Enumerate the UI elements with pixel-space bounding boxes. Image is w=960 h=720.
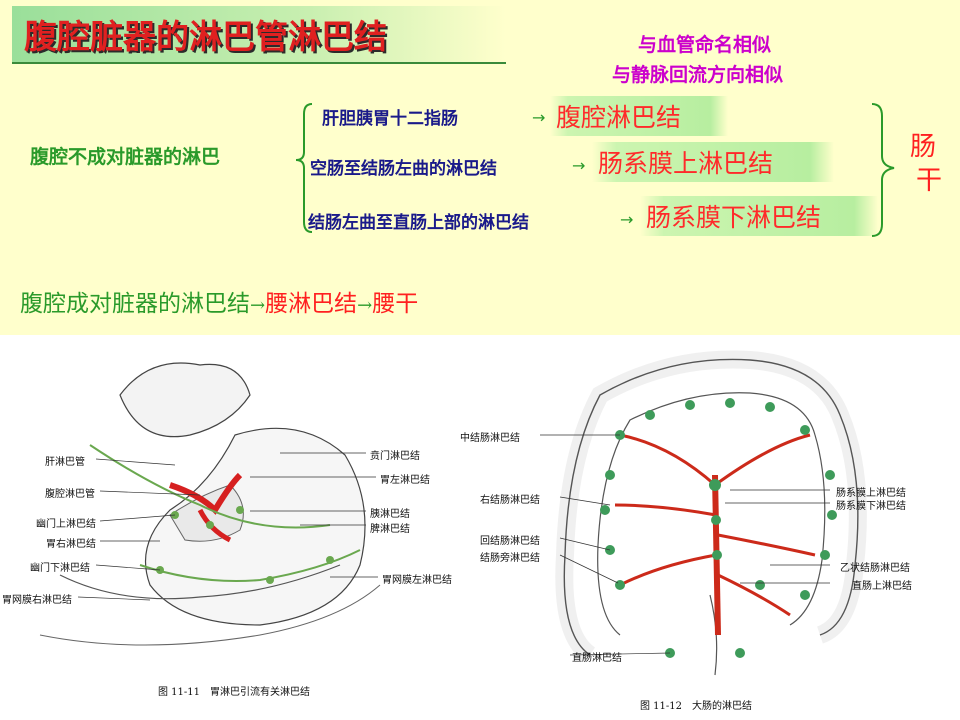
label-right-colic-nodes: 右结肠淋巴结 [480,495,540,506]
label-suprapyloric-nodes: 幽门上淋巴结 [36,519,96,530]
left-brace [295,103,313,233]
label-hepatic-lymphatic: 肝淋巴管 [45,457,85,468]
stomach-lymph-figure [39,362,381,646]
branch-2-target: 肠系膜上淋巴结 [592,142,834,182]
label-splenic-nodes: 脾淋巴结 [370,524,410,535]
label-inferior-mesenteric-nodes: 肠系膜下淋巴结 [836,501,906,512]
branch-2-arrow: → [572,156,586,175]
label-ileocolic-nodes: 回结肠淋巴结 [480,536,540,547]
label-superior-mesenteric-nodes: 肠系膜上淋巴结 [836,488,906,499]
branch-3-target: 肠系膜下淋巴结 [640,196,878,236]
label-right-gastroepiploic-nodes: 胃网膜右淋巴结 [2,595,72,606]
lumbar-trunk: 腰干 [372,291,419,317]
label-celiac-lymphatic: 腹腔淋巴管 [45,489,95,500]
figure-left-caption: 图 11-11 胃淋巴引流有关淋巴结 [158,687,311,698]
label-sigmoid-nodes: 乙状结肠淋巴结 [840,563,910,574]
label-right-gastric-nodes: 胃右淋巴结 [46,539,96,550]
intestinal-trunk-char-1: 肠 [910,132,937,162]
unpaired-organs-label: 腹腔不成对脏器的淋巴 [30,146,221,168]
label-left-gastric-nodes: 胃左淋巴结 [380,475,430,486]
figure-right-caption: 图 11-12 大肠的淋巴结 [640,701,753,712]
branch-1-source: 肝胆胰胃十二指肠 [322,109,458,129]
label-superior-rectal-nodes: 直肠上淋巴结 [852,581,912,592]
paired-arrow-2: → [357,295,373,316]
label-subpyloric-nodes: 幽门下淋巴结 [30,563,90,574]
figures-panel: 肝淋巴管 腹腔淋巴管 幽门上淋巴结 胃右淋巴结 幽门下淋巴结 胃网膜右淋巴结 贲… [0,335,960,720]
page-title: 腹腔脏器的淋巴管淋巴结 [24,17,387,56]
paired-organs-label: 腹腔成对脏器的淋巴结 [20,291,250,317]
label-rectal-nodes: 直肠淋巴结 [572,653,622,664]
label-cardiac-nodes: 贲门淋巴结 [370,451,420,462]
branch-1-arrow: → [532,108,546,127]
branch-2-source: 空肠至结肠左曲的淋巴结 [310,159,497,179]
label-middle-colic-nodes: 中结肠淋巴结 [460,433,520,444]
note-vessel-naming: 与血管命名相似 [638,34,772,56]
large-intestine-lymph-figure [540,350,867,676]
title-banner [12,6,506,64]
branch-3-arrow: → [620,210,634,229]
paired-arrow-1: → [250,295,266,316]
note-venous-direction: 与静脉回流方向相似 [612,64,784,86]
right-brace [871,103,895,237]
label-pancreatic-nodes: 胰淋巴结 [370,509,410,520]
intestinal-trunk-char-2: 干 [916,166,943,196]
branch-3-source: 结肠左曲至直肠上部的淋巴结 [308,213,529,233]
paired-organs-row: 腹腔成对脏器的淋巴结→腰淋巴结→腰干 [20,284,418,318]
label-left-gastroepiploic-nodes: 胃网膜左淋巴结 [382,575,452,586]
lumbar-nodes: 腰淋巴结 [265,291,358,317]
branch-1-target: 腹腔淋巴结 [550,96,728,136]
label-paracolic-nodes: 结肠旁淋巴结 [480,553,540,564]
